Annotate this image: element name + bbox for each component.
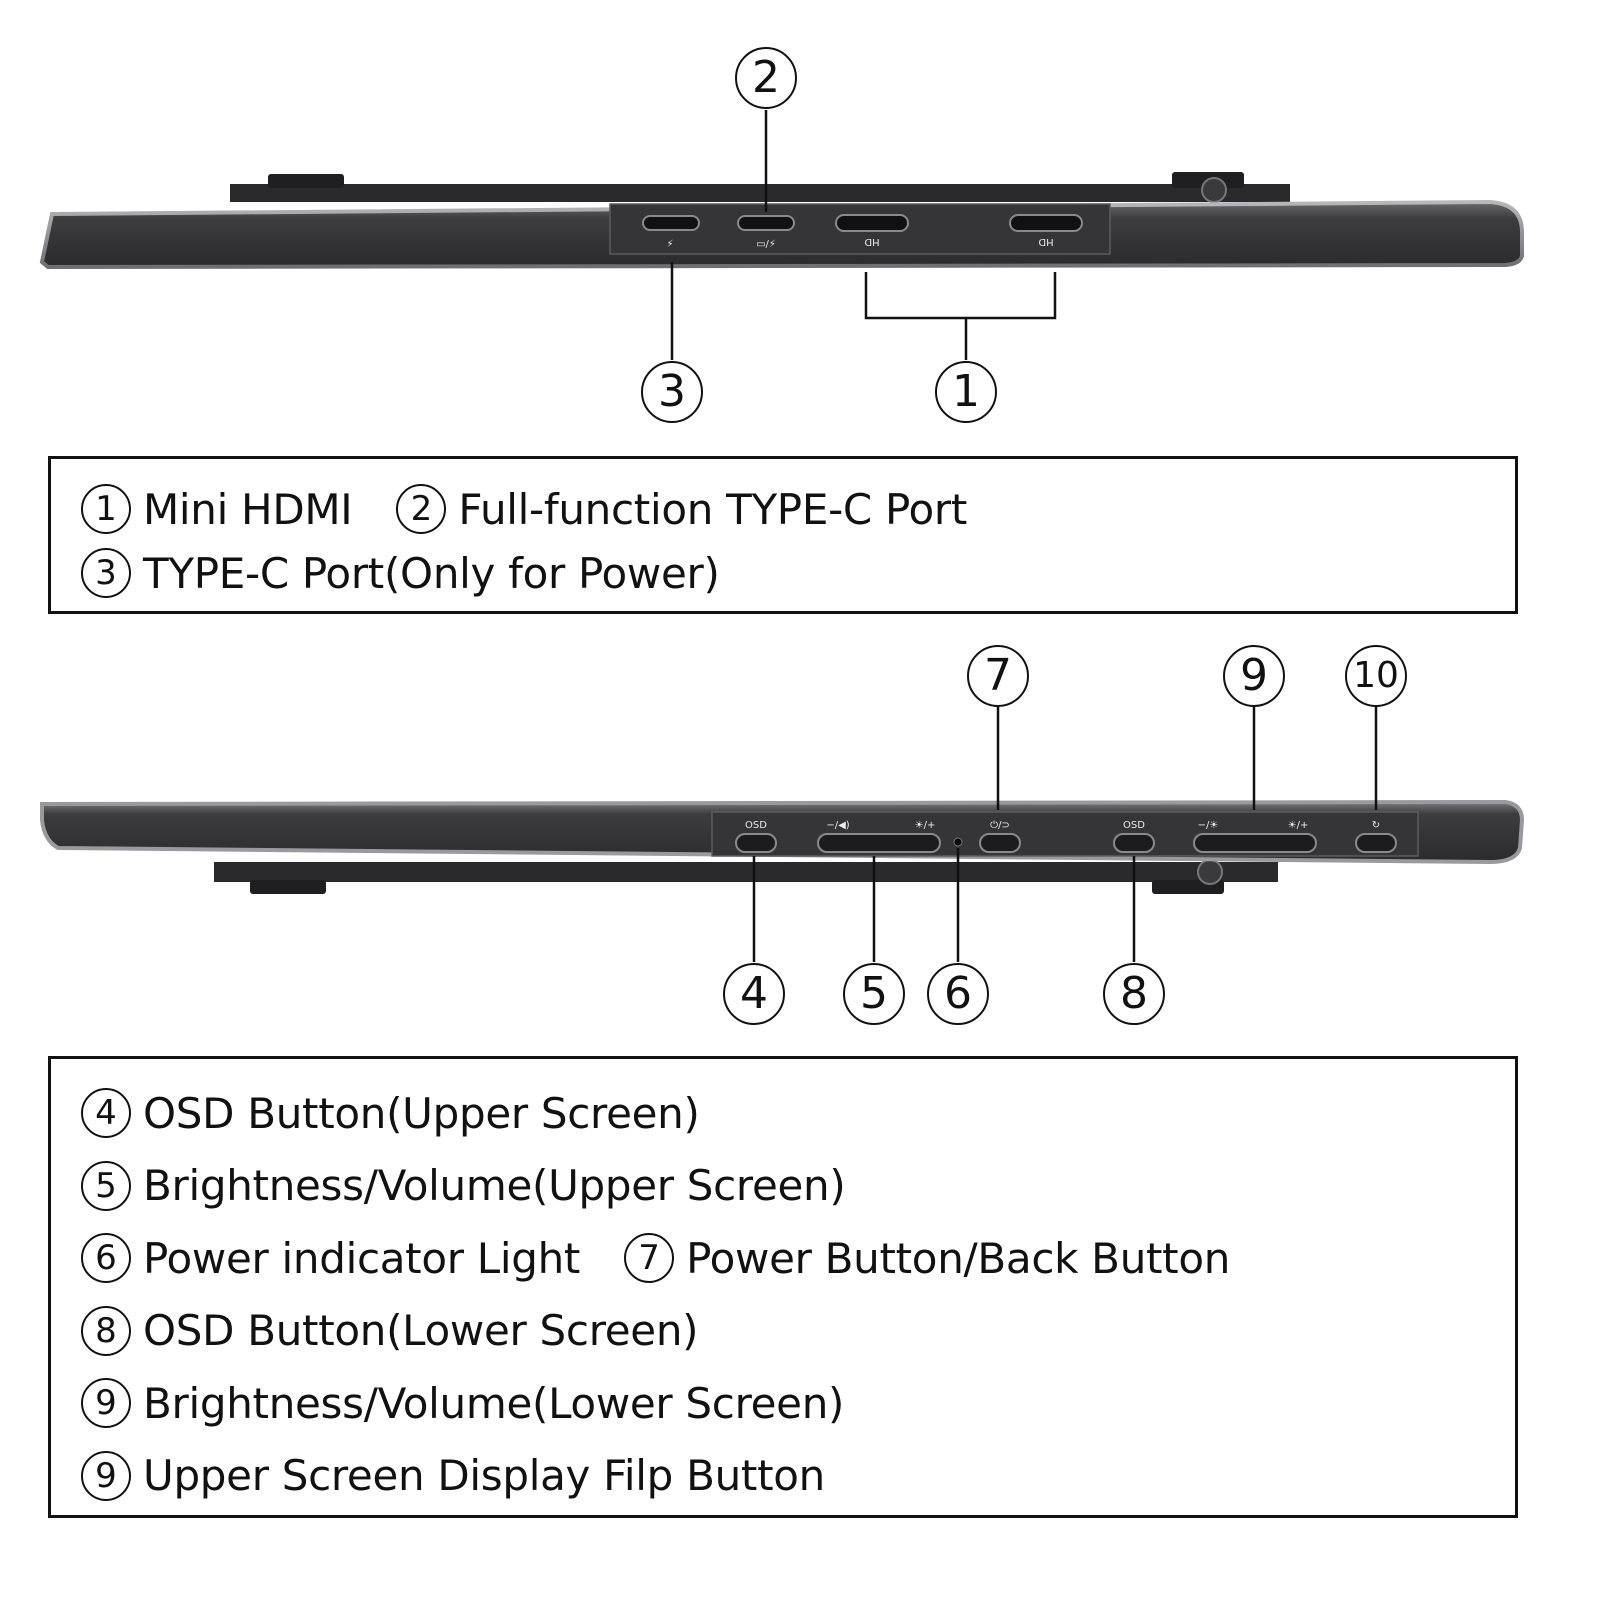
hdmi-mark-1: HD [864,236,880,247]
callout-6: 6 [927,963,989,1025]
rear-plate-lower [214,862,1278,882]
callout-10: 10 [1345,645,1407,707]
hinge-knob-lower [1197,859,1223,885]
legend-text: Power indicator Light [143,1233,581,1283]
legend-number-badge: 5 [81,1160,131,1211]
brightness-volume-rocker-upper [817,833,941,853]
legend-text: TYPE-C Port(Only for Power) [143,548,720,598]
foot-left [250,880,326,894]
power-indicator-led [953,837,963,847]
legend-text: Brightness/Volume(Upper Screen) [143,1161,846,1211]
type-c-power-port [642,215,700,231]
power-mark: ⏻/⊃ [990,820,1010,831]
hinge-left [268,174,344,188]
legend-text: OSD Button(Lower Screen) [143,1306,699,1356]
svg-text:⚡: ⚡ [666,239,673,250]
hinge-knob [1201,177,1227,203]
leader-1-bracket [864,272,1057,320]
callout-1: 1 [935,361,997,423]
osd-mark-lower: OSD [1123,820,1145,831]
power-back-button [979,833,1021,853]
mini-hdmi-port-1 [835,214,909,232]
device-bottom-view: OSD −/◀) ☀/+ ⏻/⊃ OSD −/☀ ☀/+ ↻ [40,706,1525,962]
legend-text: OSD Button(Upper Screen) [143,1088,700,1138]
callout-3: 3 [641,361,703,423]
osd-button-upper [735,833,777,853]
vol-mark-upper: −/◀) [826,820,849,831]
brightness-volume-rocker-lower [1193,833,1317,853]
legend-number-badge: 7 [624,1233,675,1284]
legend-text: Brightness/Volume(Lower Screen) [143,1378,845,1428]
legend-text: Upper Screen Display Filp Button [143,1451,825,1501]
hdmi-mark-2: HD [1038,236,1054,247]
mini-hdmi-port-2 [1009,214,1083,232]
bright-mark-lower-minus: −/☀ [1198,820,1219,831]
device-top-view: ⚡ ▭/⚡ HD HD [39,110,1524,360]
legend-number-badge: 3 [81,548,131,598]
callout-8: 8 [1103,963,1165,1025]
display-flip-button [1355,833,1397,853]
callout-4: 4 [723,963,785,1025]
legend-number-badge: 8 [81,1305,131,1356]
bright-mark-upper: ☀/+ [915,820,936,831]
svg-text:▭/⚡: ▭/⚡ [756,239,776,250]
legend-number-badge: 1 [81,484,131,534]
callout-5: 5 [843,963,905,1025]
legend-number-badge: 2 [396,484,447,534]
legend-text: Mini HDMI [143,484,353,534]
callout-7: 7 [967,645,1029,707]
flip-mark: ↻ [1372,820,1380,831]
callout-2: 2 [735,47,797,109]
bright-mark-lower-plus: ☀/+ [1288,820,1309,831]
legend-text: Full-function TYPE-C Port [458,484,968,534]
legend-number-badge: 9 [81,1378,131,1429]
legend-number-badge: 9 [81,1450,131,1501]
legend-text: Power Button/Back Button [686,1233,1231,1283]
osd-button-lower [1113,833,1155,853]
callout-9: 9 [1223,645,1285,707]
legend-number-badge: 6 [81,1233,131,1284]
osd-mark-upper: OSD [745,820,767,831]
legend-number-badge: 4 [81,1088,131,1139]
type-c-full-port [737,215,795,231]
rear-plate [230,184,1290,202]
